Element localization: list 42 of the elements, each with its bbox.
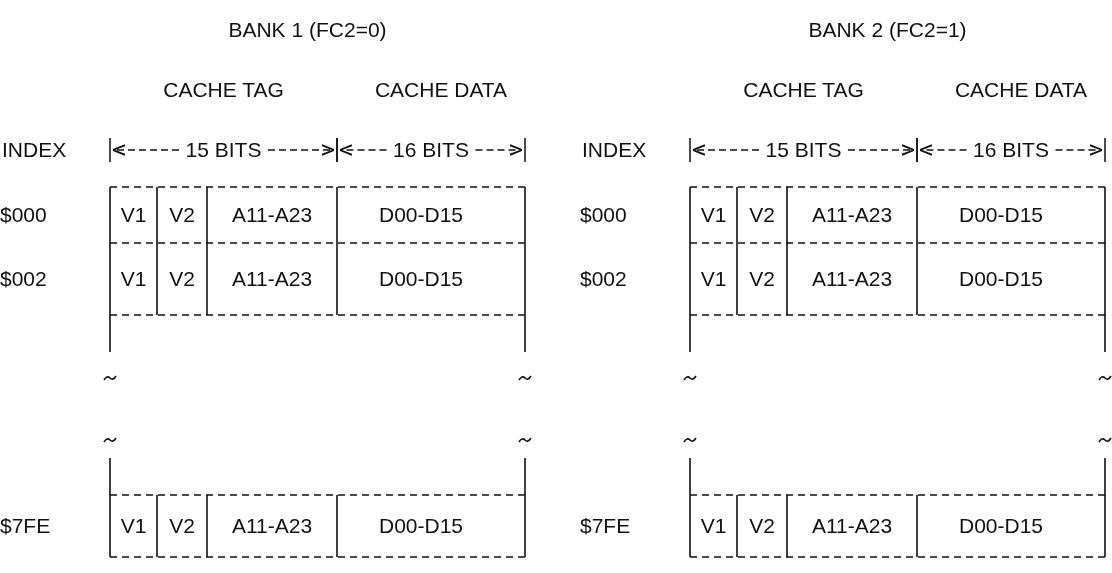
field-name: V2	[169, 267, 195, 291]
field-name: D00-D15	[959, 267, 1043, 291]
field-name: V1	[120, 203, 147, 227]
field-name: V1	[120, 267, 147, 291]
index-address: $002	[0, 267, 47, 291]
bank-heading: BANK 2 (FC2=1)	[808, 18, 967, 42]
dimension-label: 16 BITS	[973, 138, 1049, 162]
index-address: $002	[580, 267, 627, 291]
field-name: D00-D15	[379, 514, 463, 538]
field-name: D00-D15	[959, 514, 1043, 538]
field-name: A11-A23	[231, 514, 313, 538]
dimension-label: 16 BITS	[393, 138, 469, 162]
index-heading: INDEX	[582, 138, 647, 162]
index-address: $000	[0, 203, 47, 227]
field-name: V1	[120, 514, 147, 538]
field-name: A11-A23	[231, 203, 313, 227]
field-name: D00-D15	[379, 267, 463, 291]
index-address: $7FE	[0, 514, 51, 538]
field-name: V2	[749, 203, 775, 227]
field-name: V2	[169, 514, 195, 538]
field-name: D00-D15	[959, 203, 1043, 227]
field-name: V2	[749, 514, 775, 538]
field-name: A11-A23	[231, 267, 313, 291]
field-name: V1	[700, 514, 727, 538]
column-heading: CACHE DATA	[954, 78, 1088, 102]
field-name: V2	[169, 203, 195, 227]
column-heading: CACHE DATA	[374, 78, 508, 102]
field-name: A11-A23	[811, 514, 893, 538]
column-heading: CACHE TAG	[163, 78, 284, 102]
field-name: D00-D15	[379, 203, 463, 227]
dimension-label: 15 BITS	[765, 138, 842, 162]
field-name: V1	[700, 267, 727, 291]
field-name: V2	[749, 267, 775, 291]
field-name: V1	[700, 203, 727, 227]
column-heading: CACHE TAG	[743, 78, 864, 102]
field-name: A11-A23	[811, 203, 893, 227]
index-address: $7FE	[580, 514, 631, 538]
index-address: $000	[580, 203, 627, 227]
index-heading: INDEX	[2, 138, 67, 162]
dimension-label: 15 BITS	[185, 138, 262, 162]
bank-heading: BANK 1 (FC2=0)	[228, 18, 387, 42]
field-name: A11-A23	[811, 267, 893, 291]
